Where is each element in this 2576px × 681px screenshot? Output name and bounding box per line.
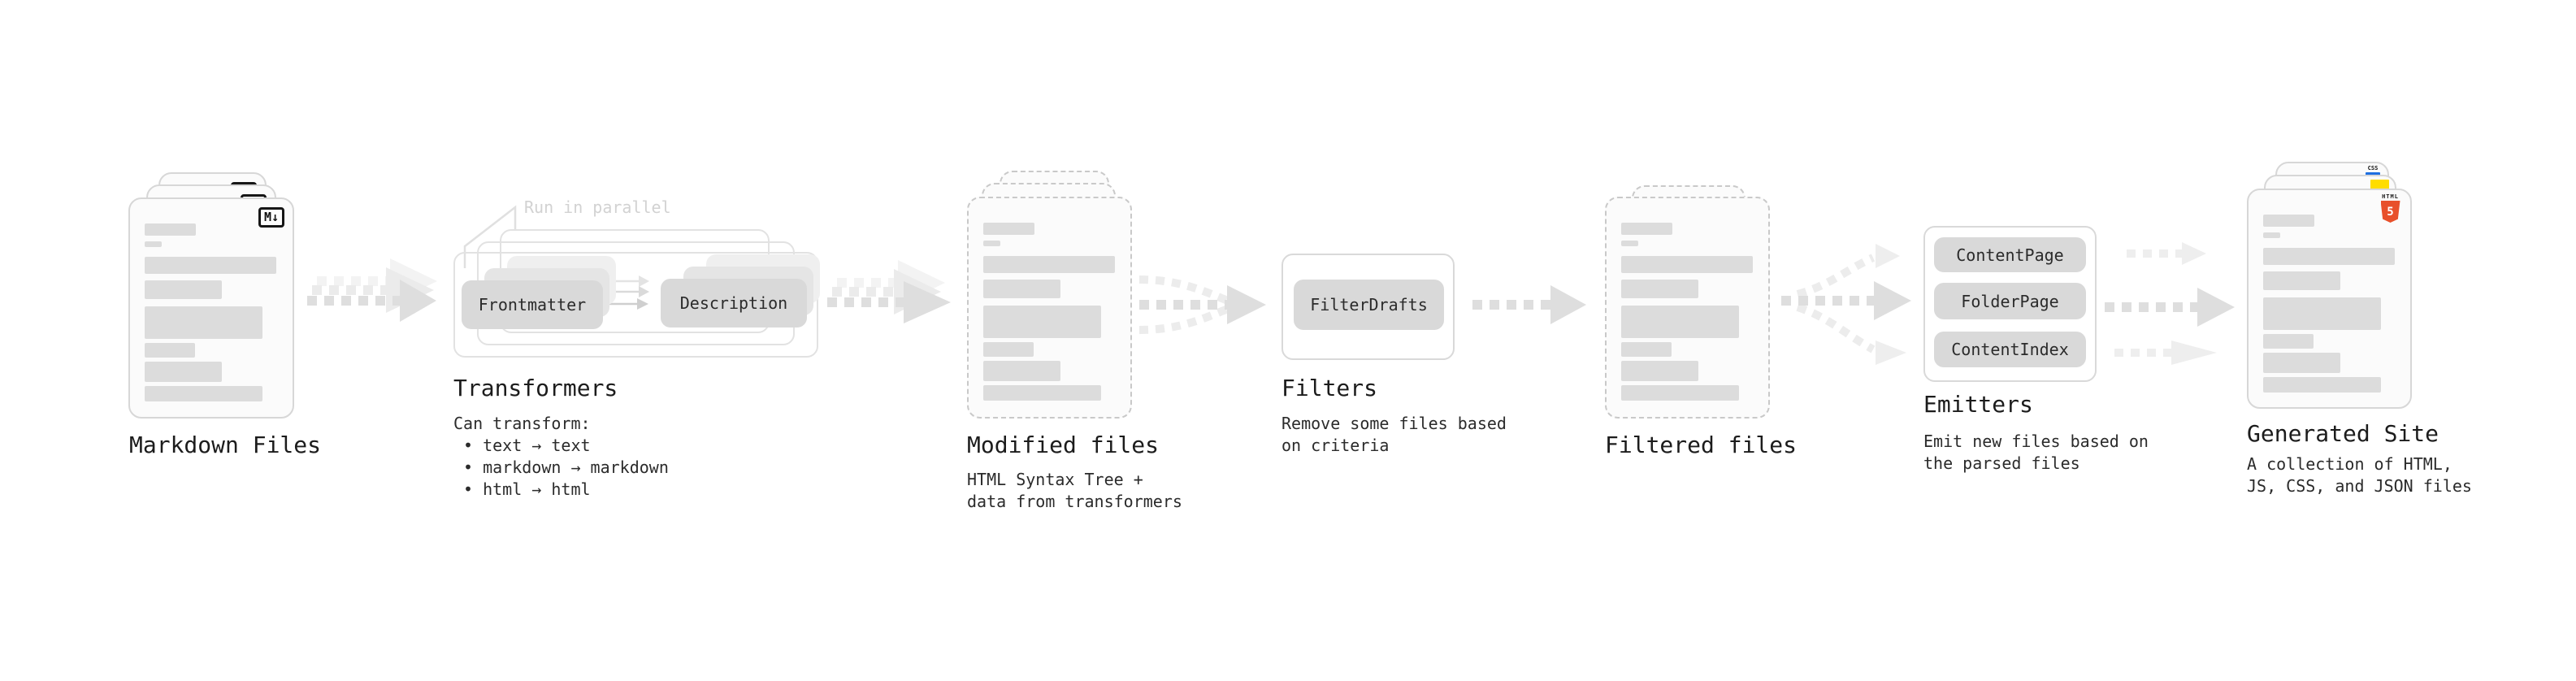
text-placeholder-bar bbox=[983, 256, 1115, 273]
transformers-bullet-3: • html → html bbox=[463, 479, 591, 499]
text-placeholder-bar bbox=[2263, 297, 2381, 330]
text-placeholder-bar bbox=[2263, 215, 2314, 227]
arrow-emitters-to-generated bbox=[2105, 242, 2235, 365]
arrow-frontmatter-to-description bbox=[609, 275, 649, 310]
generated-site-title: Generated Site bbox=[2247, 420, 2439, 447]
arrow-filtered-to-emitters bbox=[1781, 244, 1911, 365]
text-placeholder-bar bbox=[145, 223, 196, 236]
css-icon: CSS bbox=[2365, 166, 2381, 176]
arrow-filters-to-filtered bbox=[1472, 285, 1586, 324]
transformer-frame-front bbox=[453, 252, 818, 358]
text-placeholder-bar bbox=[2263, 353, 2340, 373]
text-placeholder-bar bbox=[1621, 342, 1672, 357]
text-placeholder-bar bbox=[145, 362, 222, 382]
text-placeholder-bar bbox=[1621, 385, 1739, 401]
emitters-frame bbox=[1923, 226, 2097, 382]
run-in-parallel-note: Run in parallel bbox=[524, 197, 671, 217]
arrow-markdown-to-transformers bbox=[307, 258, 437, 322]
markdown-files-title: Markdown Files bbox=[129, 432, 322, 458]
filters-title: Filters bbox=[1281, 375, 1378, 401]
text-placeholder-bar bbox=[2263, 232, 2280, 238]
text-placeholder-bar bbox=[983, 385, 1101, 401]
text-placeholder-bar bbox=[983, 241, 1000, 246]
filters-desc: Remove some files based on criteria bbox=[1281, 414, 1507, 455]
text-placeholder-bar bbox=[2263, 248, 2395, 265]
text-placeholder-bar bbox=[983, 280, 1060, 298]
filtered-files-title: Filtered files bbox=[1605, 432, 1798, 458]
text-placeholder-bar bbox=[983, 342, 1034, 357]
text-placeholder-bar bbox=[145, 306, 262, 339]
description-box: Description bbox=[661, 279, 807, 327]
transformers-desc-heading: Can transform: bbox=[453, 414, 591, 433]
text-placeholder-bar bbox=[145, 343, 195, 358]
filterdrafts-box: FilterDrafts bbox=[1294, 280, 1444, 330]
contentpage-box: ContentPage bbox=[1934, 237, 2086, 272]
text-placeholder-bar bbox=[1621, 306, 1739, 338]
text-placeholder-bar bbox=[1621, 361, 1698, 381]
folderpage-box: FolderPage bbox=[1934, 283, 2086, 319]
text-placeholder-bar bbox=[1621, 223, 1672, 235]
filters-frame bbox=[1281, 254, 1455, 360]
markdown-file-card-front: M↓ bbox=[128, 197, 294, 419]
text-placeholder-bar bbox=[1621, 256, 1753, 273]
contentindex-box: ContentIndex bbox=[1934, 332, 2086, 367]
run-in-parallel-leader-line bbox=[463, 205, 517, 268]
html5-icon: HTML 5 bbox=[2380, 193, 2400, 223]
transformers-bullet-1: • text → text bbox=[463, 436, 591, 455]
emitters-desc: Emit new files based on the parsed files bbox=[1923, 432, 2149, 473]
text-placeholder-bar bbox=[983, 223, 1034, 235]
text-placeholder-bar bbox=[2263, 377, 2381, 393]
text-placeholder-bar bbox=[983, 361, 1060, 381]
text-placeholder-bar bbox=[983, 306, 1101, 338]
transformers-title: Transformers bbox=[453, 375, 618, 401]
text-placeholder-bar bbox=[1621, 280, 1698, 298]
generated-site-desc: A collection of HTML, JS, CSS, and JSON … bbox=[2247, 454, 2472, 496]
text-placeholder-bar bbox=[145, 241, 162, 247]
modified-files-desc: HTML Syntax Tree + data from transformer… bbox=[967, 470, 1182, 511]
transformers-bullet-2: • markdown → markdown bbox=[463, 458, 669, 477]
frontmatter-box: Frontmatter bbox=[462, 280, 603, 329]
text-placeholder-bar bbox=[2263, 334, 2314, 349]
emitters-title: Emitters bbox=[1923, 391, 2033, 418]
modified-files-title: Modified files bbox=[967, 432, 1160, 458]
generated-html-card: HTML 5 bbox=[2247, 189, 2412, 409]
text-placeholder-bar bbox=[2263, 271, 2340, 290]
text-placeholder-bar bbox=[145, 386, 262, 401]
text-placeholder-bar bbox=[145, 257, 276, 274]
text-placeholder-bar bbox=[145, 280, 222, 299]
text-placeholder-bar bbox=[1621, 241, 1638, 246]
js-icon bbox=[2370, 180, 2389, 190]
arrow-modified-to-filters bbox=[1138, 275, 1266, 334]
filtered-file-card-front bbox=[1605, 197, 1770, 419]
markdown-icon: M↓ bbox=[258, 207, 284, 228]
arrow-transformers-to-modified bbox=[827, 260, 951, 323]
modified-file-card-front bbox=[967, 197, 1132, 419]
